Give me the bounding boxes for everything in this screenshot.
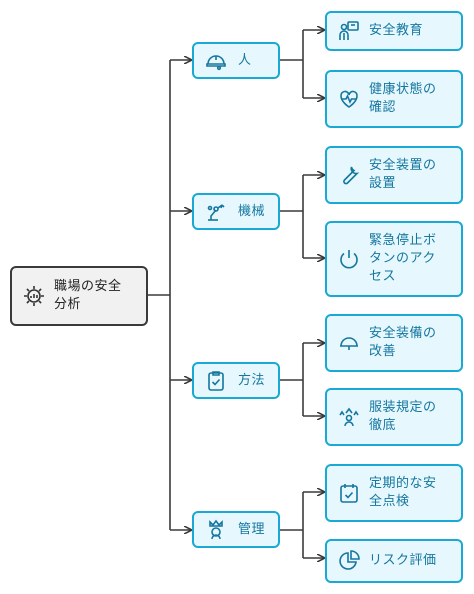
leaf-label: リスク評価 <box>369 553 437 568</box>
leaf-safety-education[interactable]: 安全教育 <box>325 11 463 51</box>
leaf-label: 安全教育 <box>369 23 424 38</box>
root-label: 職場の安全分析 <box>54 279 122 312</box>
category-label: 方法 <box>238 372 266 388</box>
helmet-icon <box>337 331 361 355</box>
leaf-regular-inspection[interactable]: 定期的な安全点検 <box>325 464 463 522</box>
leaf-dress-code[interactable]: 服装規定の徹底 <box>325 388 463 446</box>
gear-chart-icon <box>22 284 46 308</box>
wrench-icon <box>337 163 361 187</box>
leaf-health-check[interactable]: 健康状態の確認 <box>325 70 463 128</box>
dress-code-icon <box>337 405 361 429</box>
leaf-label: 定期的な安全点検 <box>369 476 437 509</box>
root-node[interactable]: 職場の安全分析 <box>10 266 148 326</box>
leaf-safety-gear[interactable]: 安全装備の改善 <box>325 314 463 372</box>
category-label: 機械 <box>238 203 266 219</box>
category-method[interactable]: 方法 <box>192 362 280 399</box>
category-label: 管理 <box>238 521 266 537</box>
leaf-emergency-stop[interactable]: 緊急停止ボタンのアクセス <box>325 221 463 297</box>
category-management[interactable]: 管理 <box>192 511 280 548</box>
leaf-label: 安全装備の改善 <box>369 326 437 359</box>
leaf-risk-assessment[interactable]: リスク評価 <box>325 539 463 583</box>
clipboard-check-icon <box>204 369 228 393</box>
category-label: 人 <box>238 52 252 68</box>
leaf-label: 緊急停止ボタンのアクセス <box>369 233 437 284</box>
category-people[interactable]: 人 <box>192 42 280 79</box>
leaf-safety-device[interactable]: 安全装置の設置 <box>325 146 463 204</box>
hard-hat-icon <box>204 49 228 73</box>
manager-crown-icon <box>204 518 228 542</box>
power-icon <box>337 247 361 271</box>
leaf-label: 健康状態の確認 <box>369 82 437 115</box>
leaf-label: 安全装置の設置 <box>369 158 437 191</box>
teacher-board-icon <box>337 19 361 43</box>
pie-chart-icon <box>337 549 361 573</box>
calendar-check-icon <box>337 481 361 505</box>
robot-arm-icon <box>204 200 228 224</box>
category-machine[interactable]: 機械 <box>192 193 280 230</box>
heart-pulse-icon <box>337 87 361 111</box>
leaf-label: 服装規定の徹底 <box>369 400 437 433</box>
